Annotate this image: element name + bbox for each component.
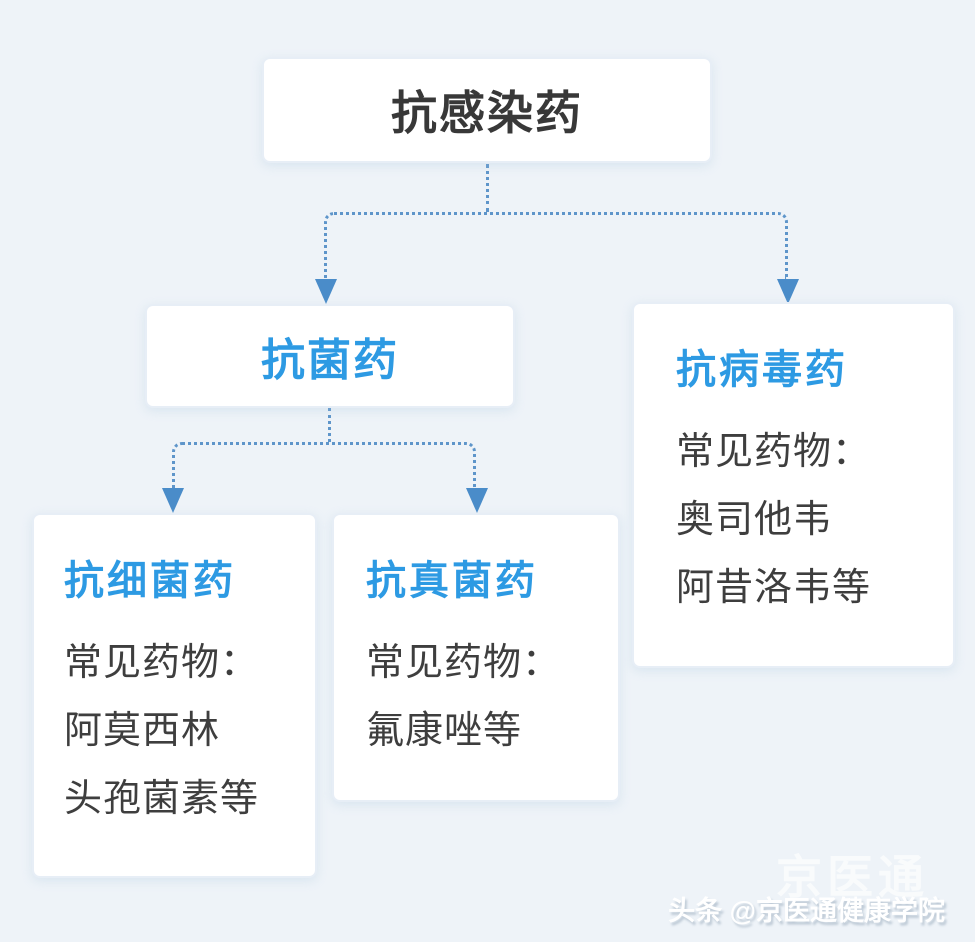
node-body: 常见药物： 阿莫西林 头孢菌素等 — [64, 629, 305, 833]
credit-watermark-text: 头条 @京医通健康学院 — [668, 896, 945, 926]
arrow-down-icon — [777, 279, 799, 304]
body-line: 阿莫西林 — [64, 710, 221, 752]
body-line: 常见药物： — [366, 642, 562, 684]
node-antibacterial-class: 抗菌药 — [145, 304, 515, 408]
body-line: 常见药物： — [676, 431, 872, 473]
node-title: 抗病毒药 — [676, 348, 848, 392]
arrow-down-icon — [315, 279, 337, 304]
node-antibacterium-drugs: 抗细菌药 常见药物： 阿莫西林 头孢菌素等 — [32, 513, 317, 878]
node-title: 抗真菌药 — [366, 559, 538, 603]
node-title: 抗菌药 — [261, 336, 399, 385]
node-body: 常见药物： 氟康唑等 — [366, 629, 608, 765]
body-line: 常见药物： — [64, 642, 260, 684]
node-antifungal-drugs: 抗真菌药 常见药物： 氟康唑等 — [332, 513, 620, 802]
arrow-down-icon — [162, 488, 184, 513]
arrow-down-icon — [466, 488, 488, 513]
node-body: 常见药物： 奥司他韦 阿昔洛韦等 — [676, 418, 943, 622]
body-line: 奥司他韦 — [676, 499, 833, 541]
connector-branch-level2 — [324, 212, 788, 279]
body-line: 氟康唑等 — [366, 710, 523, 752]
connector-stem-antibacterial — [328, 408, 331, 442]
background-watermark-text: 京医通 — [776, 851, 929, 903]
node-antiviral-drugs: 抗病毒药 常见药物： 奥司他韦 阿昔洛韦等 — [632, 302, 955, 668]
body-line: 头孢菌素等 — [64, 778, 260, 820]
node-anti-infective-drugs: 抗感染药 — [262, 57, 712, 163]
body-line: 阿昔洛韦等 — [676, 567, 872, 609]
connector-stem-root — [486, 164, 489, 212]
node-title: 抗感染药 — [391, 87, 583, 139]
connector-branch-level3 — [172, 442, 476, 488]
node-title: 抗细菌药 — [64, 559, 236, 603]
